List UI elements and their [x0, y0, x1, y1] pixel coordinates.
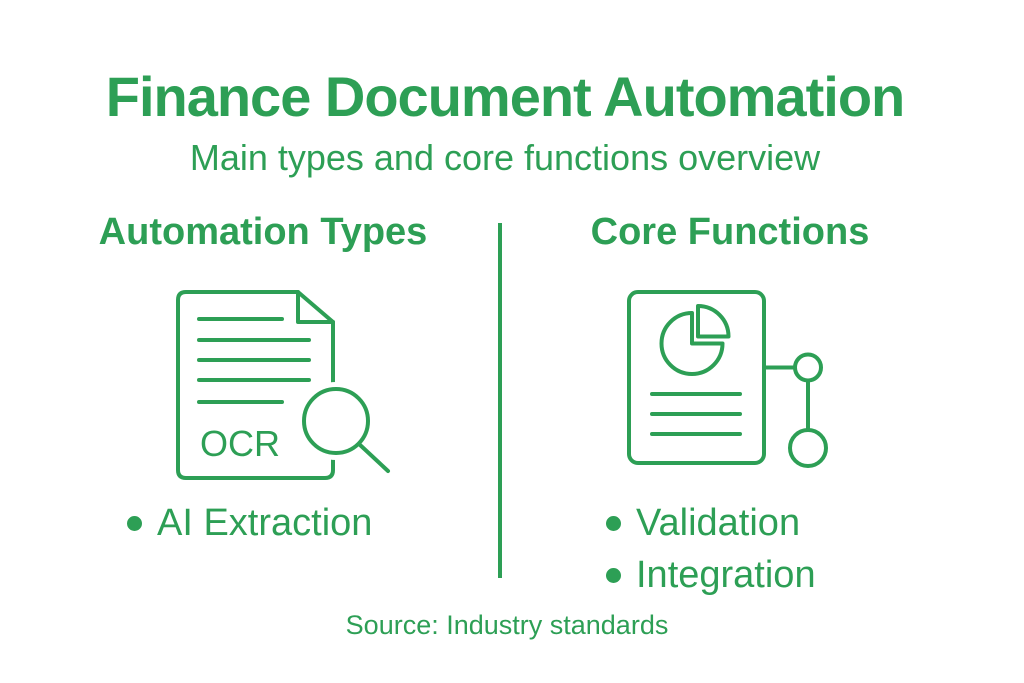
- ocr-label: OCR: [200, 423, 280, 464]
- list-item-integration: Integration: [606, 554, 816, 598]
- workflow-connector: [762, 352, 828, 468]
- bullet-dot: [127, 516, 142, 532]
- right-icon-container: [620, 282, 840, 477]
- page-title: Finance Document Automation: [105, 65, 906, 128]
- pie-chart-slice: [696, 304, 731, 339]
- right-column-heading: Core Functions: [590, 211, 870, 253]
- left-column-heading: Automation Types: [98, 211, 428, 253]
- list-item-label: Integration: [636, 554, 816, 596]
- list-item-label: AI Extraction: [157, 502, 373, 544]
- list-item-validation: Validation: [606, 502, 800, 546]
- source-caption: Source: Industry standards: [345, 610, 669, 640]
- page-subtitle: Main types and core functions overview: [189, 137, 821, 178]
- document-shape: OCR: [176, 290, 335, 480]
- column-divider: [498, 223, 502, 578]
- pie-chart-body: [659, 311, 725, 376]
- list-item-ai-extraction: AI Extraction: [127, 502, 372, 546]
- bullet-dot: [606, 568, 621, 584]
- document-pie-chart-workflow-icon: [627, 290, 828, 468]
- magnifier-icon: [297, 382, 395, 478]
- bullet-dot: [606, 516, 621, 532]
- left-icon-container: OCR: [160, 282, 400, 489]
- list-item-label: Validation: [636, 502, 801, 544]
- report-document-shape: [627, 290, 766, 465]
- ocr-document-magnifier-icon: OCR: [176, 290, 395, 480]
- folded-corner: [296, 290, 335, 324]
